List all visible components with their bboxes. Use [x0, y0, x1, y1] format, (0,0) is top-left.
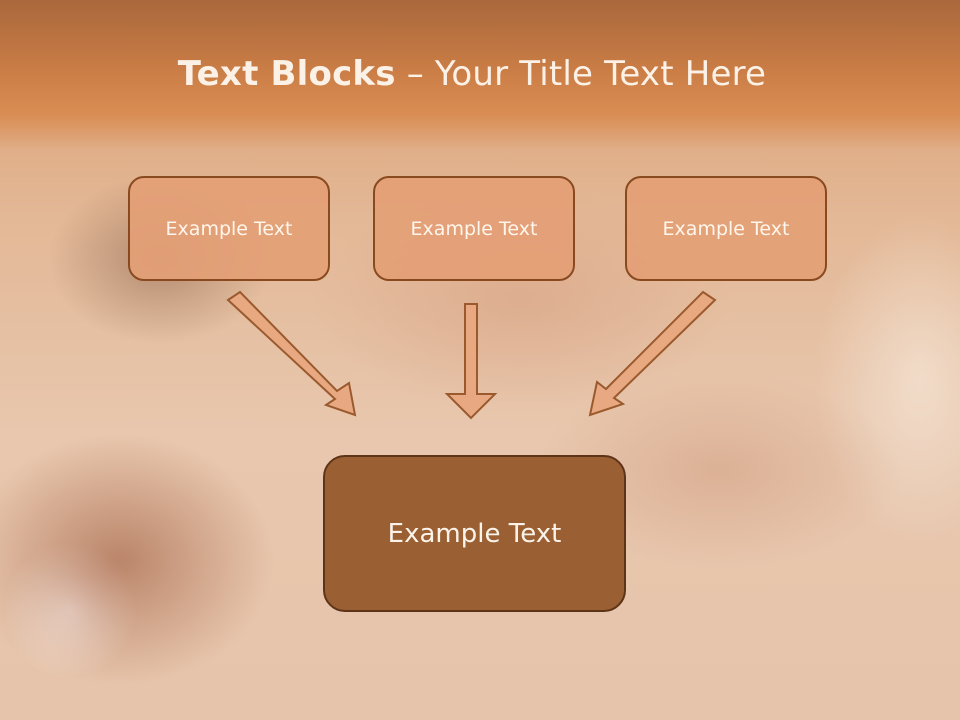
arrow-right-icon — [588, 290, 717, 417]
text-block-3[interactable]: Example Text — [625, 176, 827, 281]
text-block-3-label: Example Text — [662, 217, 790, 240]
arrow-middle-icon — [444, 303, 498, 420]
text-block-2[interactable]: Example Text — [373, 176, 575, 281]
title-bar — [0, 0, 960, 150]
title-rest-part: Your Title Text Here — [434, 54, 767, 94]
text-block-1-label: Example Text — [165, 217, 293, 240]
result-block-label: Example Text — [387, 518, 562, 549]
title-separator: – — [395, 54, 435, 94]
text-block-2-label: Example Text — [410, 217, 538, 240]
text-block-1[interactable]: Example Text — [128, 176, 330, 281]
slide-title: Text Blocks – Your Title Text Here — [0, 54, 944, 94]
result-block[interactable]: Example Text — [323, 455, 626, 612]
arrow-left-icon — [226, 290, 357, 417]
title-bold-part: Text Blocks — [177, 54, 396, 94]
